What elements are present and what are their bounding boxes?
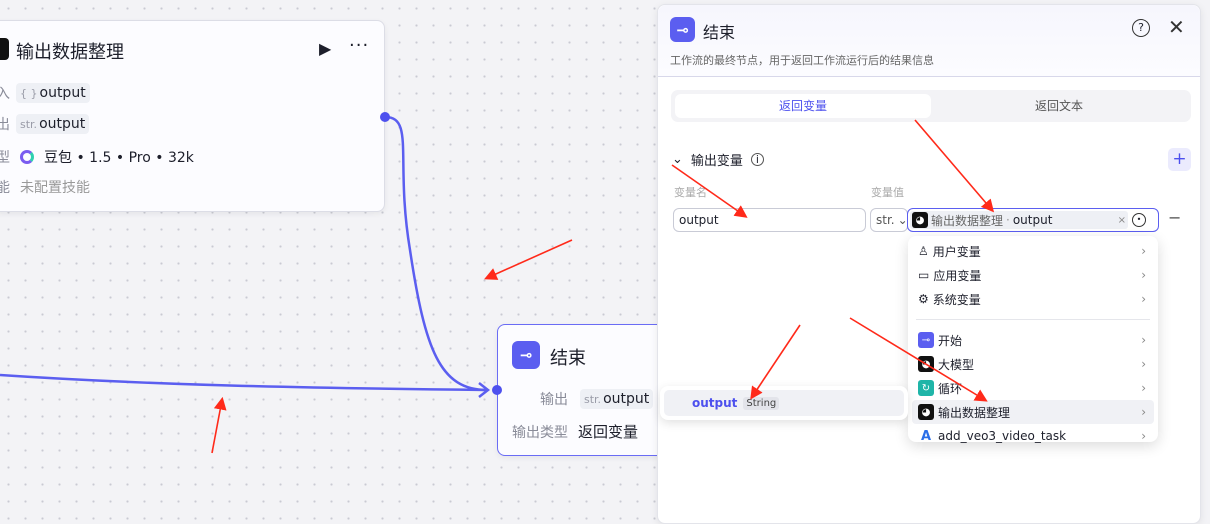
divider <box>916 319 1150 320</box>
node-output-data-organize[interactable]: 输出数据整理 ▶ ··· 入 { }output 出 str.output 型 豆包 … <box>0 20 385 212</box>
node-end[interactable]: ⊸ 结束 输出 str.output 输出类型返回变量 <box>497 324 677 456</box>
menu-item-user-variables[interactable]: ♙用户变量› <box>918 244 1146 259</box>
remove-variable-button[interactable]: − <box>1168 208 1182 227</box>
input-label: 入 <box>0 86 10 102</box>
model-label: 型 <box>0 150 10 166</box>
start-icon: ⊸ <box>918 332 934 348</box>
type-value: 返回变量 <box>578 423 639 441</box>
llm-icon: ◕ <box>918 404 934 420</box>
menu-item-llm[interactable]: ◕大模型› <box>912 352 1154 376</box>
type-label: 输出类型 <box>512 424 568 441</box>
help-icon[interactable]: ? <box>1132 19 1150 37</box>
llm-icon <box>0 38 9 60</box>
variable-value-selector[interactable]: ◕输出数据整理 · output× • <box>907 208 1159 232</box>
close-icon[interactable]: ✕ <box>1168 15 1185 39</box>
clear-icon[interactable]: × <box>1117 214 1126 226</box>
end-icon: ⊸ <box>512 341 540 369</box>
output-tag: str.output <box>580 389 654 409</box>
user-icon: ♙ <box>918 244 929 258</box>
run-icon[interactable]: ▶ <box>319 39 332 58</box>
menu-item-app-variables[interactable]: ▭应用变量› <box>918 268 1146 283</box>
variable-type-select[interactable]: str.⌄ <box>870 208 908 232</box>
loop-icon: ↻ <box>918 380 934 396</box>
tab-bar: 返回变量 返回文本 <box>671 90 1191 122</box>
tab-return-text[interactable]: 返回文本 <box>1034 99 1083 113</box>
target-icon[interactable]: • <box>1132 213 1146 227</box>
panel-description: 工作流的最终节点，用于返回工作流运行后的结果信息 <box>670 54 934 67</box>
output-tag: str.output <box>16 114 90 134</box>
gear-icon: ⚙ <box>918 292 929 306</box>
chevron-down-icon: ⌄ <box>672 152 683 167</box>
add-variable-button[interactable]: + <box>1168 148 1191 171</box>
panel-title: 结束 <box>703 23 736 42</box>
output-handle[interactable] <box>380 112 390 122</box>
end-icon: ⊸ <box>670 17 695 42</box>
llm-icon: ◕ <box>918 356 934 372</box>
plugin-icon: A <box>920 428 932 444</box>
skill-label: 能 <box>0 180 10 196</box>
col-value-label: 变量值 <box>871 186 904 199</box>
variable-name-input[interactable]: output <box>673 208 866 232</box>
section-header[interactable]: ⌄ 输出变量 i <box>672 150 764 169</box>
more-icon[interactable]: ··· <box>349 35 370 56</box>
section-title: 输出变量 <box>690 154 743 169</box>
model-value: 豆包 • 1.5 • Pro • 32k <box>44 150 194 166</box>
skill-value: 未配置技能 <box>20 180 90 196</box>
output-label: 输出 <box>540 392 568 408</box>
llm-icon: ◕ <box>912 212 928 228</box>
output-label: 出 <box>0 117 10 133</box>
menu-item-start[interactable]: ⊸开始› <box>912 328 1154 352</box>
input-handle[interactable] <box>492 385 502 395</box>
col-name-label: 变量名 <box>674 186 707 199</box>
menu-item-output-data-organize[interactable]: ◕输出数据整理› <box>912 400 1154 424</box>
node-title: 输出数据整理 <box>16 42 124 63</box>
doubao-icon <box>20 150 34 164</box>
input-tag: { }output <box>16 83 90 103</box>
node-title: 结束 <box>550 348 586 369</box>
variable-menu: ♙用户变量› ▭应用变量› ⚙系统变量› ⊸开始› ◕大模型› ↻循环› ◕输出… <box>908 236 1158 444</box>
folder-icon: ▭ <box>918 268 930 282</box>
menu-item-system-variables[interactable]: ⚙系统变量› <box>918 292 1146 307</box>
tab-return-variable[interactable]: 返回变量 <box>675 94 931 118</box>
menu-item-loop[interactable]: ↻循环› <box>912 376 1154 400</box>
info-icon: i <box>750 153 764 166</box>
